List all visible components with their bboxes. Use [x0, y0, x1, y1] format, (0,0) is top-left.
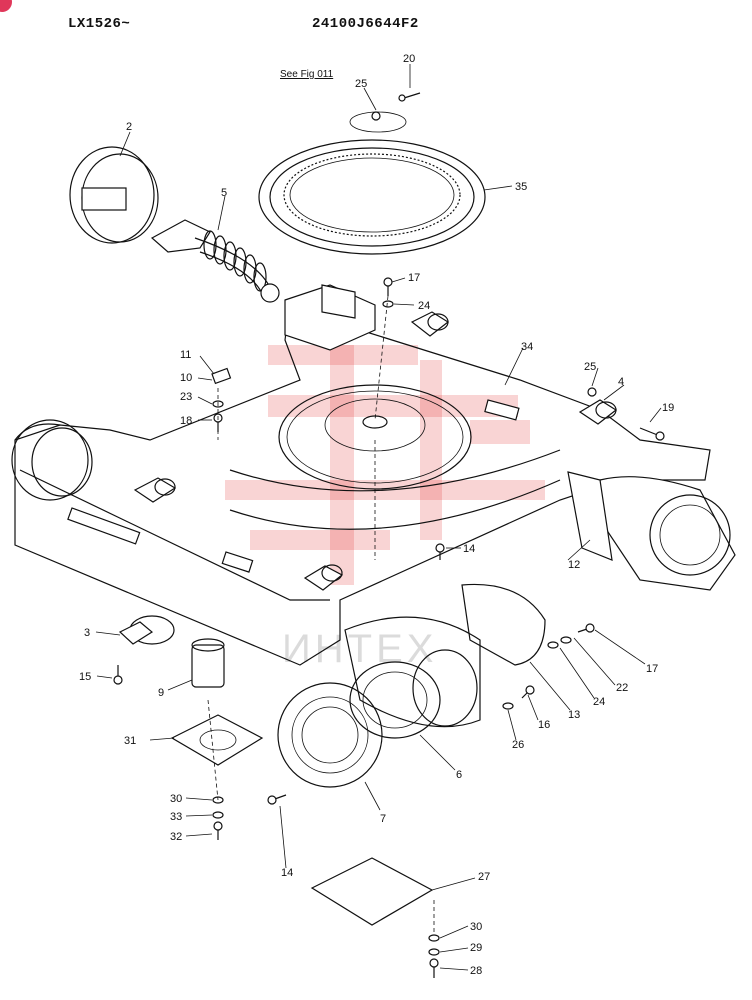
model-range: LX1526~: [68, 16, 131, 32]
travel-motor: [344, 616, 481, 739]
pin-assembly-mid: [303, 564, 344, 591]
callout-13: 13: [568, 709, 580, 721]
callout-35: 35: [515, 181, 527, 193]
callout-17: 17: [408, 272, 420, 284]
sprocket: [277, 682, 383, 788]
callout-14: 14: [463, 543, 475, 555]
callout-33: 33: [170, 811, 182, 823]
corner-badge: [0, 0, 12, 12]
callout-15: 15: [79, 671, 91, 683]
callout-10: 10: [180, 372, 192, 384]
callout-18: 18: [180, 415, 192, 427]
connector-plate: [567, 471, 613, 561]
upper-roller: [118, 615, 175, 645]
callout-2: 2: [126, 121, 132, 133]
callout-14: 14: [281, 867, 293, 879]
watermark-logo: [225, 345, 545, 585]
pin-assembly-right: [578, 399, 618, 425]
see-fig-note: See Fig 011: [280, 69, 334, 80]
under-cover: [310, 857, 434, 926]
callout-34: 34: [521, 341, 533, 353]
callout-5: 5: [221, 187, 227, 199]
page-header: LX1526~ 24100J6644F2: [0, 14, 752, 38]
callout-9: 9: [158, 687, 164, 699]
pin-assembly-left: [133, 477, 177, 503]
callout-25: 25: [355, 78, 367, 90]
callout-22: 22: [616, 682, 628, 694]
callout-labels: 20 25 2 5 35 17 24 34 11 10 23 18 25 4 1…: [79, 53, 674, 977]
drive-housing-right: [599, 476, 736, 591]
rear-housing: [284, 284, 376, 351]
callout-7: 7: [380, 813, 386, 825]
callout-20: 20: [403, 53, 415, 65]
bolts-and-washers: [113, 92, 665, 978]
guard-bracket: [170, 714, 264, 766]
roller-support: [191, 638, 225, 688]
figure-code: 24100J6644F2: [312, 16, 419, 32]
callout-31: 31: [124, 735, 136, 747]
callout-3: 3: [84, 627, 90, 639]
callout-6: 6: [456, 769, 462, 781]
leader-lines: [95, 64, 662, 971]
watermark-text: ИНТЕХ: [282, 627, 437, 671]
callout-32: 32: [170, 831, 182, 843]
idler-wheel: [69, 146, 159, 244]
callout-30: 30: [170, 793, 182, 805]
recoil-spring: [150, 219, 280, 303]
center-lines: [207, 295, 435, 935]
callout-12: 12: [568, 559, 580, 571]
callout-28: 28: [470, 965, 482, 977]
callout-25: 25: [584, 361, 596, 373]
callout-4: 4: [618, 376, 624, 388]
callout-26: 26: [512, 739, 524, 751]
callout-17: 17: [646, 663, 658, 675]
callout-30: 30: [470, 921, 482, 933]
motor-cover: [461, 583, 546, 666]
pin-assembly-top: [410, 311, 450, 337]
swing-bearing: [258, 139, 486, 255]
callout-24: 24: [418, 300, 430, 312]
grease-nipple: [371, 111, 381, 121]
callout-29: 29: [470, 942, 482, 954]
callout-27: 27: [478, 871, 490, 883]
callout-23: 23: [180, 391, 192, 403]
callout-19: 19: [662, 402, 674, 414]
callout-16: 16: [538, 719, 550, 731]
callout-24: 24: [593, 696, 605, 708]
track-frame: [11, 299, 711, 666]
callout-11: 11: [180, 349, 191, 361]
